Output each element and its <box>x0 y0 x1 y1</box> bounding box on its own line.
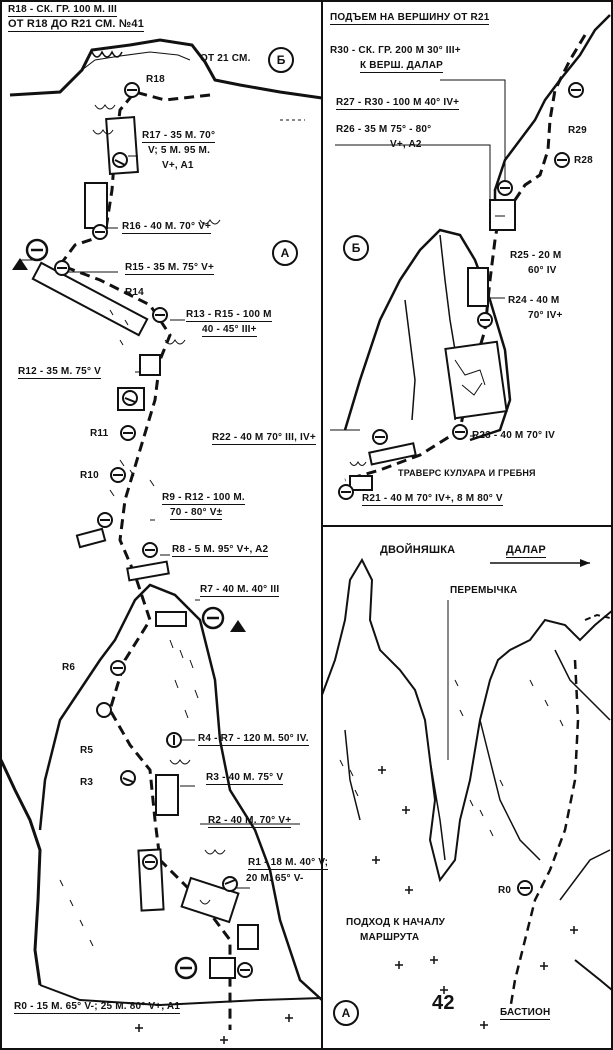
route-label-r7: R7 - 40 М. 40° III <box>200 584 280 597</box>
section-marker-a-bottom: А <box>333 1000 359 1026</box>
hatching <box>59 104 226 947</box>
overview-r0: R0 <box>498 885 512 896</box>
cliff-outline <box>38 583 323 1001</box>
route-label-r2: R2 - 40 М. 70° V+ <box>208 815 292 828</box>
route-label-r17-line2: V; 5 М. 95 М. <box>148 145 211 156</box>
overview-approach-line2: МАРШРУТА <box>360 932 420 943</box>
summit-r22: R22 - 40 М 70° III, IV+ <box>212 432 316 445</box>
summit-r30-line2: К ВЕРШ. ДАЛАР <box>360 60 444 73</box>
summit-r25-line2: 60° IV <box>528 265 557 276</box>
section-marker-a: А <box>272 240 298 266</box>
point-label-r3: R3 <box>80 777 94 788</box>
route-label-r8: R8 - 5 М. 95° V+, A2 <box>172 544 269 557</box>
summit-r28: R28 <box>574 155 593 166</box>
summit-r29: R29 <box>568 125 587 136</box>
route-label-r1-line2: 20 М. 65° V- <box>246 873 304 884</box>
section-marker-b-right: Б <box>343 235 369 261</box>
route-label-r13-line2: 40 - 45° III+ <box>202 324 257 337</box>
summit-r27: R27 - R30 - 100 М 40° IV+ <box>336 97 460 110</box>
summit-r26-line1: R26 - 35 М 75° - 80° <box>336 124 432 135</box>
summit-title: ПОДЪЕМ НА ВЕРШИНУ ОТ R21 <box>330 12 490 25</box>
point-label-r18: R18 <box>146 74 165 85</box>
point-label-r14: R14 <box>125 287 144 298</box>
section-marker-b-left: Б <box>268 47 294 73</box>
summit-r30-line1: R30 - СК. ГР. 200 М 30° III+ <box>330 45 461 56</box>
overview-skyline <box>321 557 613 883</box>
page-number: 42 <box>432 992 455 1014</box>
point-label-r5: R5 <box>80 745 94 756</box>
route-label-r1-line1: R1 - 18 М. 40° V; <box>248 857 329 870</box>
summit-r24-line2: 70° IV+ <box>528 310 563 321</box>
route-label-r13-line1: R13 - R15 - 100 М <box>186 309 272 322</box>
approach-route <box>508 659 580 1011</box>
summit-r21: R21 - 40 М 70° IV+, 8 М 80° V <box>362 493 503 506</box>
ridge-top <box>9 38 323 100</box>
header-line-2: ОТ R18 ДО R21 СМ. №41 <box>8 18 145 32</box>
overview-approach-line1: ПОДХОД К НАЧАЛУ <box>346 917 446 928</box>
summit-r24-line1: R24 - 40 М <box>508 295 560 306</box>
route-label-r16: R16 - 40 М. 70° V+ <box>122 221 212 234</box>
route-label-r0: R0 - 15 М. 65° V-; 25 М. 80° V+, A1 <box>14 1001 181 1014</box>
summit-r26-line2: V+, A2 <box>390 139 422 150</box>
summit-ridge <box>493 14 611 215</box>
overview-peremychka: ПЕРЕМЫЧКА <box>450 585 518 596</box>
point-label-r11: R11 <box>90 428 109 439</box>
header-line-1: R18 - СК. ГР. 100 М. III <box>8 4 117 17</box>
summit-r25-line1: R25 - 20 М <box>510 250 562 261</box>
route-label-r4: R4 - R7 - 120 М. 50° IV. <box>198 733 309 746</box>
summit-r23: R23 - 40 М 70° IV <box>472 430 555 441</box>
plus-signs <box>135 1014 293 1044</box>
route-label-r9-line1: R9 - R12 - 100 М. <box>162 492 245 505</box>
point-label-r6: R6 <box>62 662 76 673</box>
summit-route <box>513 34 587 201</box>
overview-dalar: ДАЛАР <box>506 544 546 558</box>
route-label-r12: R12 - 35 М. 75° V <box>18 366 101 379</box>
point-label-r10: R10 <box>80 470 99 481</box>
route-label-r3: R3 - 40 М. 75° V <box>206 772 284 785</box>
summit-traverse: ТРАВЕРС КУЛУАРА И ГРЕБНЯ <box>398 468 536 478</box>
from-21-label: ОТ 21 СМ. <box>200 53 251 64</box>
overview-dvoinyashka: ДВОЙНЯШКА <box>380 544 456 556</box>
route-label-r15: R15 - 35 М. 75° V+ <box>125 262 215 275</box>
route-label-r17-line3: V+, A1 <box>162 160 194 171</box>
overview-bastion: БАСТИОН <box>500 1007 551 1020</box>
route-label-r17-line1: R17 - 35 М. 70° <box>142 130 216 143</box>
route-label-r9-line2: 70 - 80° V± <box>170 507 223 520</box>
